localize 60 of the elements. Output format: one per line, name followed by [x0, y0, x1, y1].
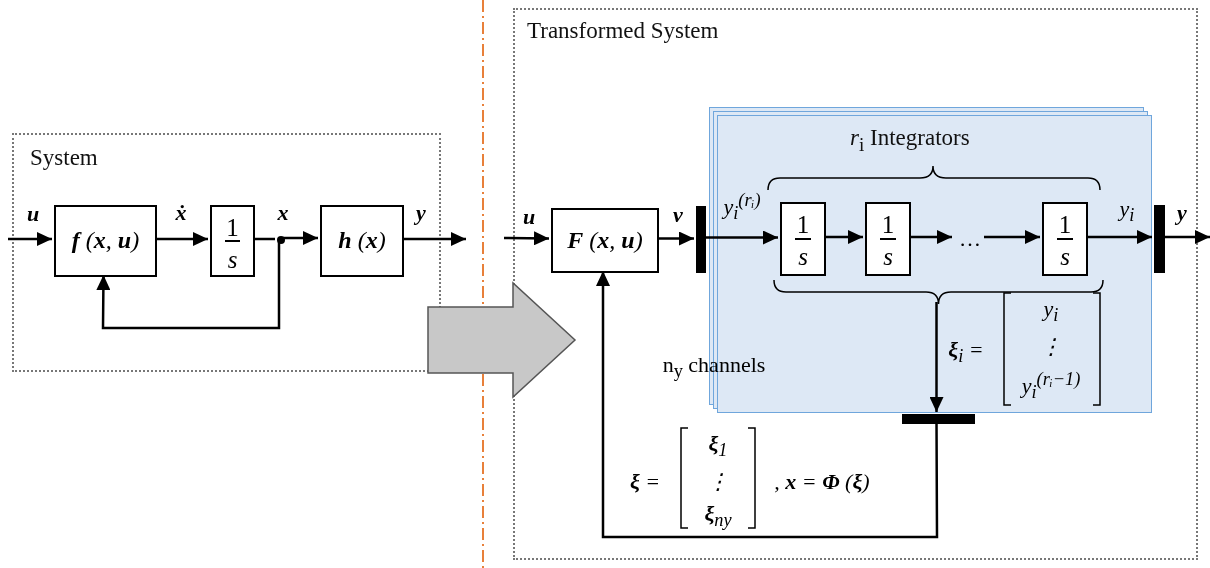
mux-bar — [1154, 205, 1165, 273]
function-block: F (x, u) — [551, 208, 659, 273]
arrow — [1163, 230, 1210, 244]
system-group-box — [513, 8, 1198, 560]
edge-label: y — [416, 200, 426, 226]
matrix-entry: ξ$_{ny}$ — [704, 500, 732, 532]
denominator: s — [1059, 244, 1071, 269]
integrator-block — [1042, 202, 1088, 276]
system-group-box — [12, 133, 441, 372]
edge-label: u — [522, 204, 536, 230]
arrow — [909, 230, 952, 244]
edge-label: u — [26, 201, 40, 227]
edge-label: ẋ — [175, 200, 187, 226]
arrow — [402, 232, 466, 246]
edge-label: y$_{i}$ — [1119, 195, 1135, 227]
arrow — [155, 232, 208, 246]
numerator: 1 — [795, 212, 811, 237]
arrow — [824, 230, 863, 244]
vertical-ellipsis: ⋮ — [707, 469, 729, 495]
connector-line — [253, 237, 275, 241]
arrow — [283, 231, 318, 245]
group-title: r$_{i}$ Integrators — [850, 125, 970, 156]
ellipsis-text: … — [954, 226, 986, 252]
numerator: 1 — [225, 215, 240, 240]
function-block: f (x, u) — [54, 205, 157, 277]
function-block: h (x) — [320, 205, 404, 277]
arrow — [657, 231, 694, 246]
group-title: System — [30, 145, 98, 171]
arrow — [704, 230, 778, 245]
arrow — [8, 232, 52, 246]
matrix-entry: ξ$_{1}$ — [708, 430, 728, 462]
edge-label: y — [1177, 200, 1187, 226]
integrator-block — [780, 202, 826, 276]
equation-text: ξ$_{i}$ = — [948, 336, 984, 368]
integrator-block — [865, 202, 911, 276]
edge-label: ν — [673, 202, 683, 228]
integrator-block — [210, 205, 255, 277]
junction-dot — [277, 236, 285, 244]
arrow — [504, 231, 549, 246]
numerator: 1 — [1057, 212, 1073, 237]
mux-bar — [696, 206, 706, 273]
arrow — [984, 230, 1040, 244]
arrow — [596, 271, 939, 539]
arrow — [96, 242, 281, 330]
edge-label: x — [277, 200, 289, 226]
block-arrow — [427, 281, 577, 399]
arrow — [1086, 230, 1152, 244]
numerator: 1 — [880, 212, 896, 237]
denominator: s — [797, 244, 809, 269]
group-title: Transformed System — [527, 18, 719, 44]
matrix-entry: y$_{i}$ — [1043, 295, 1059, 327]
mux-bar — [902, 414, 975, 424]
denominator: s — [226, 247, 239, 272]
curly-brace — [773, 280, 1104, 304]
channel-count-label: n$_{y}$ channels — [662, 351, 766, 383]
arrow — [929, 302, 944, 412]
denominator: s — [882, 244, 894, 269]
vertical-ellipsis: ⋮ — [1040, 334, 1062, 360]
equation-text: ξ = — [629, 469, 661, 495]
equation-text: , x = Φ (ξ) — [774, 469, 870, 495]
